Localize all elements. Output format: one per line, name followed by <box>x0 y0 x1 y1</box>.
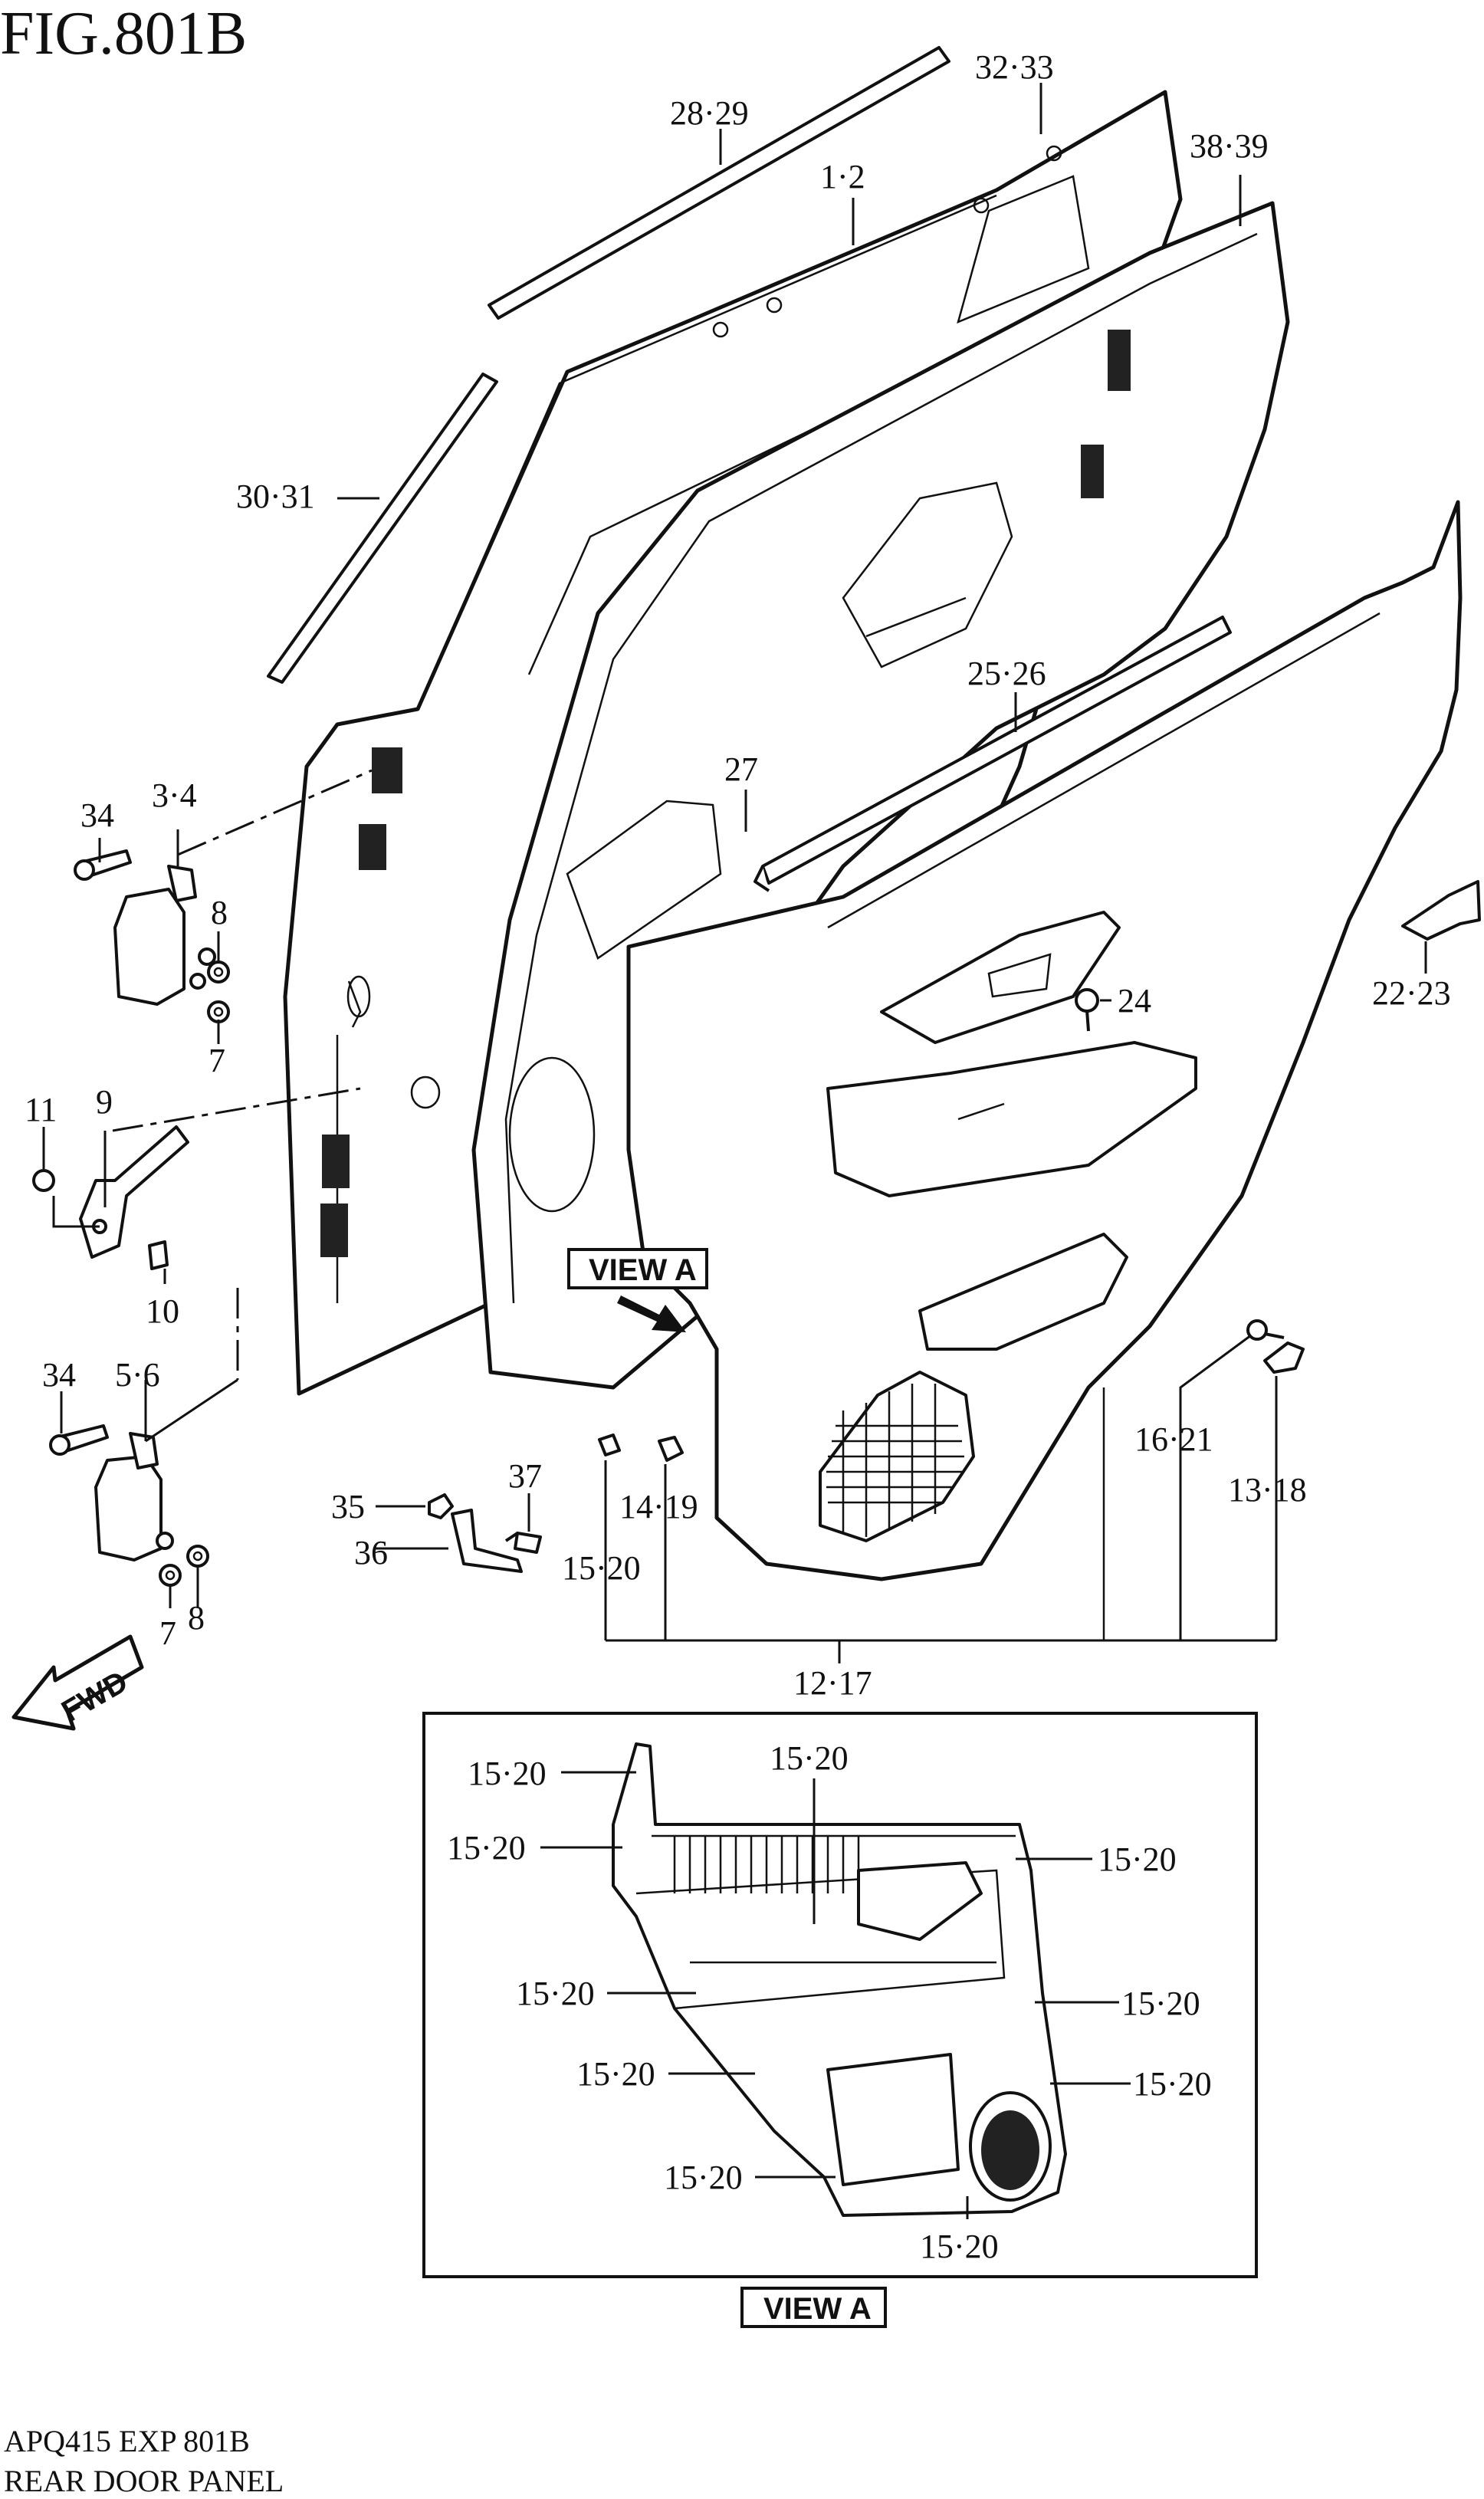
label-7-upper: 7 <box>208 1042 225 1079</box>
inset-label-7: 15·20 <box>576 2055 655 2093</box>
upper-hinge <box>113 865 216 1006</box>
door-trim-panel <box>626 500 1463 1640</box>
bolt-10 <box>148 1240 169 1270</box>
lower-hinge <box>94 1432 174 1561</box>
label-30-31: 30·31 <box>236 478 315 515</box>
label-38-39: 38·39 <box>1190 127 1269 165</box>
inset-label-2: 15·20 <box>447 1829 526 1867</box>
label-35: 35 <box>331 1488 365 1525</box>
label-12-17: 12·17 <box>793 1664 872 1702</box>
door-moulding-rear <box>267 373 498 684</box>
footer-code: APQ415 EXP 801B <box>4 2424 250 2458</box>
label-24: 24 <box>1118 982 1151 1020</box>
clip-13-18 <box>1263 1341 1305 1374</box>
inset-label-4: 15·20 <box>1098 1841 1177 1878</box>
bracket-36 <box>451 1509 523 1573</box>
label-27: 27 <box>724 750 758 788</box>
label-9: 9 <box>96 1083 113 1121</box>
fwd-arrow-icon: FWD <box>11 1634 144 1731</box>
door-checker <box>79 1125 189 1259</box>
label-3-4: 3·4 <box>152 777 197 814</box>
inset-trim-panel <box>612 1742 1067 2217</box>
clip-14-19 <box>658 1436 684 1462</box>
belt-moulding <box>753 616 1232 892</box>
label-8-upper: 8 <box>211 894 228 931</box>
label-34-lower: 34 <box>42 1356 76 1394</box>
screw-37 <box>504 1532 542 1554</box>
leader-lines <box>42 83 1427 1663</box>
label-34-upper: 34 <box>80 796 114 834</box>
footer-name: REAR DOOR PANEL <box>4 2464 284 2498</box>
screw-24 <box>1075 988 1099 1032</box>
clip-15-20 <box>598 1433 621 1456</box>
svg-text:VIEW A: VIEW A <box>589 1253 697 1287</box>
label-8-lower: 8 <box>188 1599 205 1637</box>
speaker-grille <box>826 1384 964 1537</box>
nut-7-upper <box>207 1000 230 1023</box>
screw-16-21 <box>1246 1319 1285 1341</box>
view-a-arrow-icon <box>617 1295 686 1332</box>
label-14-19: 14·19 <box>619 1488 698 1525</box>
label-22-23: 22·23 <box>1372 974 1451 1012</box>
bolt-34-upper <box>74 849 132 881</box>
bolt-34-lower <box>49 1424 109 1456</box>
label-25-26: 25·26 <box>967 655 1046 692</box>
label-13-18: 13·18 <box>1228 1471 1307 1509</box>
inset-label-8: 15·20 <box>1133 2065 1212 2103</box>
inset-label-5: 15·20 <box>516 1975 595 2012</box>
label-28-29: 28·29 <box>670 94 749 132</box>
label-5-6: 5·6 <box>115 1356 160 1394</box>
label-32-33: 32·33 <box>975 48 1054 86</box>
label-16-21: 16·21 <box>1134 1420 1213 1458</box>
label-1-2: 1·2 <box>820 158 865 195</box>
label-10: 10 <box>146 1292 179 1330</box>
label-15-20: 15·20 <box>562 1549 641 1587</box>
inset-label-9: 15·20 <box>664 2159 743 2196</box>
view-a-inset: 15·20 15·20 15·20 15·20 15·20 15·20 15·2… <box>422 1712 1258 2278</box>
inset-label-6: 15·20 <box>1121 1985 1200 2022</box>
label-37: 37 <box>508 1457 542 1495</box>
clip-35 <box>428 1493 454 1519</box>
nut-11 <box>32 1169 55 1192</box>
label-36: 36 <box>354 1534 388 1571</box>
corner-garnish <box>1401 880 1481 941</box>
door-moulding-upper <box>488 46 950 320</box>
view-a-tag: VIEW A <box>567 1248 708 1289</box>
nut-8-upper <box>207 961 230 984</box>
svg-text:VIEW A: VIEW A <box>763 2292 872 2326</box>
view-a-caption: VIEW A <box>740 2287 887 2328</box>
inset-label-3: 15·20 <box>770 1739 849 1777</box>
nut-8-lower <box>186 1545 209 1568</box>
inset-leader-lines <box>540 1771 1131 2219</box>
inset-label-1: 15·20 <box>468 1755 547 1792</box>
label-7-lower: 7 <box>159 1614 176 1652</box>
figure-title: FIG.801B <box>0 0 247 67</box>
label-11: 11 <box>25 1091 57 1128</box>
nut-7-lower <box>159 1564 182 1587</box>
inset-label-10: 15·20 <box>920 2228 999 2265</box>
